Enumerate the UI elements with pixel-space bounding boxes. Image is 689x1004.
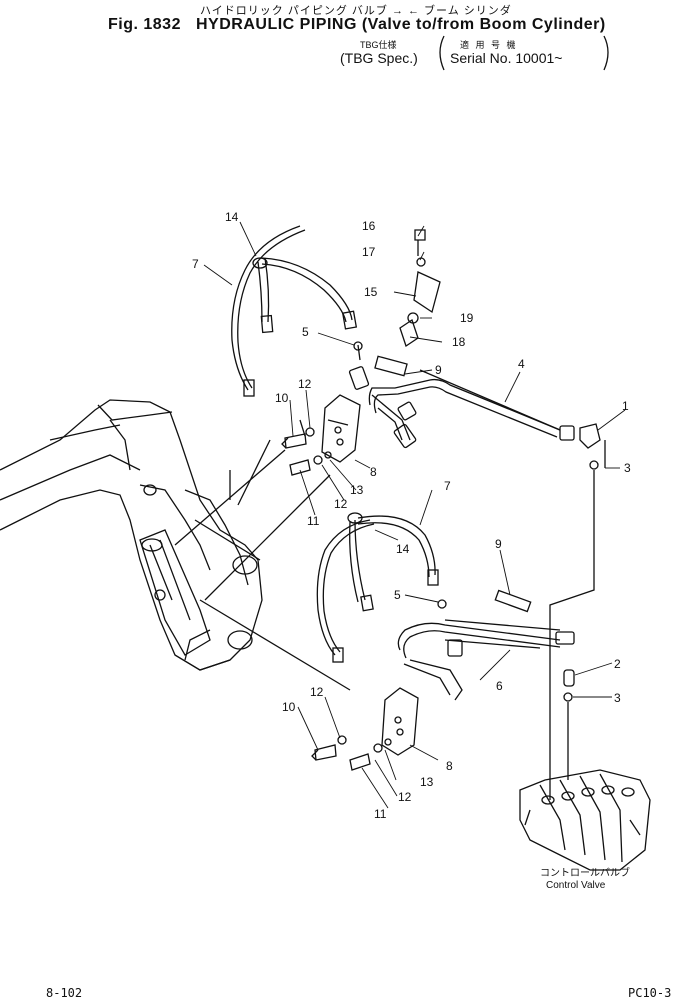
callout-8-upper: 8	[370, 465, 377, 479]
callout-19: 19	[460, 311, 474, 325]
boom-arm	[0, 399, 263, 671]
callout-7-upper: 7	[192, 257, 199, 271]
callout-5-lower: 5	[394, 588, 401, 602]
serial-number: Serial No. 10001~	[450, 50, 563, 66]
callout-3-upper: 3	[624, 461, 631, 475]
spec-label: (TBG Spec.)	[340, 50, 418, 66]
callout-12-upper-b: 12	[334, 497, 348, 511]
callout-12-upper-a: 12	[298, 377, 312, 391]
callout-15: 15	[364, 285, 378, 299]
callout-12-lower-b: 12	[398, 790, 412, 804]
control-valve	[519, 769, 651, 871]
serial-bracket-left	[439, 35, 445, 71]
callout-17: 17	[362, 245, 376, 259]
lower-hose-assembly	[316, 512, 439, 663]
callout-10-upper: 10	[275, 391, 289, 405]
callout-14-lower: 14	[396, 542, 410, 556]
model-code: PC10-3	[628, 986, 672, 1000]
callout-11-lower: 11	[374, 807, 387, 821]
callout-10-lower: 10	[282, 700, 296, 714]
control-valve-label-japanese: コントロールバルブ	[540, 866, 630, 879]
callout-9-upper: 9	[435, 363, 442, 377]
callout-3-lower: 3	[614, 691, 621, 705]
callout-1: 1	[622, 399, 629, 413]
serial-bracket-right	[603, 35, 609, 71]
callout-12-lower-a: 12	[310, 685, 324, 699]
lower-pipe-assembly	[397, 589, 575, 702]
callout-6: 6	[496, 679, 503, 693]
callout-9-lower: 9	[495, 537, 502, 551]
callout-2: 2	[614, 657, 621, 671]
callout-7-lower: 7	[444, 479, 451, 493]
spec-japanese: TBG仕様	[360, 40, 397, 50]
serial-japanese: 適 用 号 機	[460, 40, 518, 50]
callout-18: 18	[452, 335, 466, 349]
title-japanese: ハイドロリック パイピング バルブ → ← ブーム シリンダ	[200, 5, 512, 17]
lower-flange-plate	[311, 687, 419, 771]
callout-13-lower: 13	[420, 775, 434, 789]
callout-13-upper: 13	[350, 483, 364, 497]
callout-11-upper: 11	[307, 514, 320, 528]
control-valve-label: Control Valve	[546, 880, 606, 891]
page-number: 8-102	[46, 986, 83, 1000]
callout-16: 16	[362, 219, 376, 233]
callout-5-upper: 5	[302, 325, 309, 339]
figure-title: HYDRAULIC PIPING (Valve to/from Boom Cyl…	[196, 16, 606, 33]
callout-4: 4	[518, 357, 525, 371]
callout-8-lower: 8	[446, 759, 453, 773]
upper-hose-assembly	[231, 225, 358, 397]
callout-14-upper: 14	[225, 210, 239, 224]
figure-number: Fig. 1832	[108, 16, 181, 33]
upper-flange-plate	[281, 394, 361, 476]
upper-pipe-assembly	[348, 229, 601, 470]
